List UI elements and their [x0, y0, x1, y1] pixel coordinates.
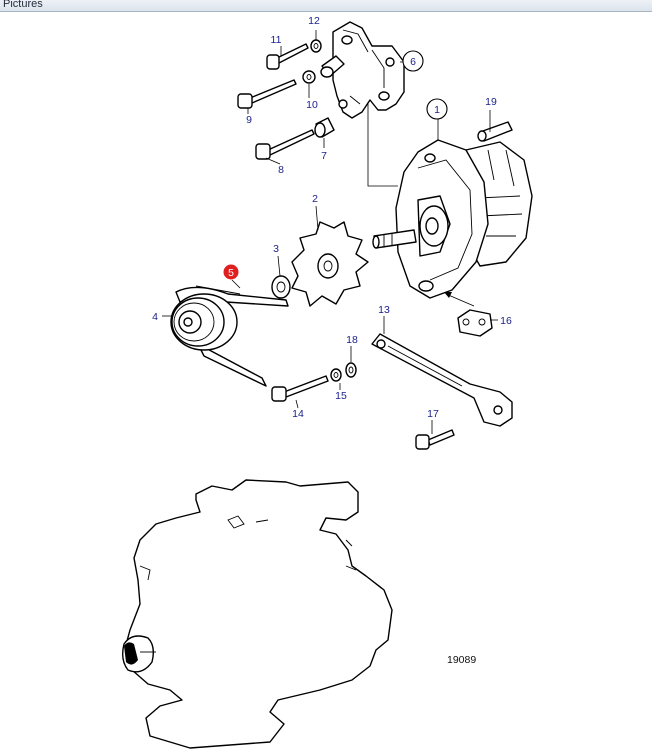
figure-number: 19089	[447, 654, 476, 666]
callout-5[interactable]: 5	[228, 267, 234, 279]
bolt-14[interactable]	[271, 375, 329, 402]
fan-2[interactable]	[291, 221, 369, 307]
callout-18[interactable]: 18	[346, 334, 358, 346]
callout-17[interactable]: 17	[427, 408, 439, 420]
washer-18[interactable]	[345, 362, 357, 378]
callout-11[interactable]: 11	[271, 34, 282, 46]
callout-8[interactable]: 8	[278, 164, 284, 176]
pulley-4[interactable]	[170, 293, 238, 351]
engine-location-outline	[121, 479, 393, 749]
callout-15[interactable]: 15	[335, 390, 347, 402]
callout-13[interactable]: 13	[378, 304, 390, 316]
bolt-11[interactable]	[266, 43, 309, 70]
callout-3[interactable]: 3	[273, 243, 279, 255]
callout-1[interactable]: 1	[434, 104, 440, 116]
callout-circle-1	[426, 98, 448, 120]
alternator-bracket[interactable]	[320, 21, 405, 119]
washer-10[interactable]	[302, 70, 316, 84]
callout-circle-5	[223, 264, 239, 280]
exploded-parts-diagram: 1 6 5 11 12 9 10 7 8 19 2 3 4 13 16 18 1…	[121, 15, 533, 749]
bolt-8[interactable]	[255, 129, 315, 160]
adjusting-arm-13[interactable]	[371, 333, 513, 427]
callout-circle-6	[402, 50, 424, 72]
callout-7[interactable]: 7	[321, 150, 327, 162]
callout-14[interactable]: 14	[292, 408, 304, 420]
washer-3[interactable]	[271, 275, 291, 299]
assembly-arrow	[444, 292, 475, 307]
spacer-7[interactable]	[314, 117, 335, 138]
clip-16[interactable]	[457, 309, 493, 337]
callout-9[interactable]: 9	[246, 114, 252, 126]
stud-19[interactable]	[477, 121, 513, 142]
alternator[interactable]	[372, 139, 533, 299]
callout-6[interactable]: 6	[410, 56, 416, 68]
panel-title-bar: Pictures	[0, 0, 652, 12]
callout-16[interactable]: 16	[500, 315, 512, 327]
washer-12[interactable]	[310, 39, 322, 53]
panel-title: Pictures	[3, 0, 43, 10]
callout-12[interactable]: 12	[308, 15, 320, 27]
callout-10[interactable]: 10	[306, 99, 318, 111]
bolt-17[interactable]	[415, 429, 455, 450]
bolt-9[interactable]	[237, 79, 297, 109]
callout-2[interactable]: 2	[312, 193, 318, 205]
leader-lines	[162, 30, 498, 434]
callout-4[interactable]: 4	[152, 311, 158, 323]
washer-15[interactable]	[330, 368, 342, 382]
callout-19[interactable]: 19	[485, 96, 497, 108]
